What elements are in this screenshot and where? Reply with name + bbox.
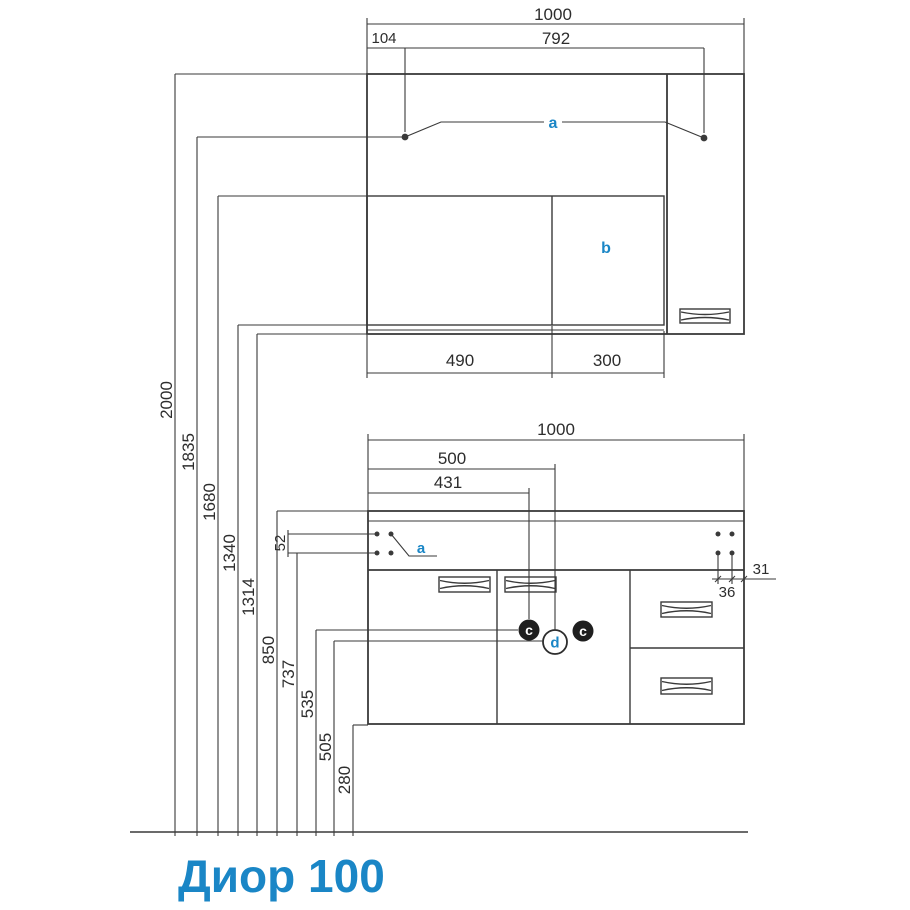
dim-height-737: 737 bbox=[279, 660, 298, 688]
dim-height-535: 535 bbox=[298, 690, 317, 718]
dim-mount-span: 792 bbox=[542, 29, 570, 48]
dim-height-1835: 1835 bbox=[179, 433, 198, 471]
mirror-cabinet: a b bbox=[366, 73, 745, 335]
svg-text:d: d bbox=[550, 635, 559, 652]
dim-door-left: 490 bbox=[446, 351, 474, 370]
a-leader-line-bottom bbox=[390, 533, 437, 557]
middle-door-handle bbox=[504, 576, 557, 593]
dim-tick bbox=[714, 575, 722, 583]
top-drawer-handle bbox=[660, 601, 713, 618]
hole-marker-c-right: c bbox=[572, 620, 594, 642]
vanity-outline bbox=[367, 510, 745, 725]
dim-edge-offset: 31 bbox=[753, 561, 770, 578]
dim-height-1340: 1340 bbox=[220, 534, 239, 572]
vanity-mount-dots-right bbox=[715, 531, 735, 556]
dim-door-right: 300 bbox=[593, 351, 621, 370]
vanity-unit: a c d c bbox=[367, 510, 745, 725]
dim-row-gap: 52 bbox=[272, 535, 289, 552]
mirror-pane bbox=[366, 195, 665, 326]
vanity-mount-dots-left bbox=[374, 531, 394, 556]
mirror-cabinet-dimensions: 1000 104 792 490 300 bbox=[366, 5, 745, 378]
svg-text:c: c bbox=[579, 623, 587, 639]
a-label-bg bbox=[544, 112, 562, 130]
dim-c-x: 431 bbox=[434, 473, 462, 492]
left-door-handle bbox=[438, 576, 491, 593]
dim-height-2000: 2000 bbox=[157, 381, 176, 419]
vanity-dimensions: 1000 500 431 52 36 31 bbox=[272, 420, 776, 630]
dim-height-1680: 1680 bbox=[200, 483, 219, 521]
svg-text:c: c bbox=[525, 622, 533, 638]
hole-marker-d: d bbox=[542, 629, 568, 655]
product-title: Диор 100 bbox=[178, 850, 385, 902]
dim-mount-offset: 104 bbox=[371, 30, 396, 47]
dim-tick bbox=[740, 575, 748, 583]
dim-height-1314: 1314 bbox=[239, 578, 258, 616]
dim-cabinet-width: 1000 bbox=[534, 5, 572, 24]
label-a-bottom: a bbox=[417, 540, 426, 557]
label-b: b bbox=[601, 240, 611, 257]
dim-height-505: 505 bbox=[316, 733, 335, 761]
dim-vanity-width: 1000 bbox=[537, 420, 575, 439]
bottom-drawer-handle bbox=[660, 677, 713, 695]
height-dimensions: 2000 1835 1680 1340 1314 850 737 535 505 bbox=[157, 73, 543, 836]
dim-tick bbox=[728, 575, 736, 583]
dim-height-850: 850 bbox=[259, 636, 278, 664]
cabinet-door-handle bbox=[679, 308, 731, 324]
label-a-top: a bbox=[549, 115, 558, 132]
dim-d-x: 500 bbox=[438, 449, 466, 468]
hole-marker-c-left: c bbox=[518, 619, 540, 641]
dim-height-280: 280 bbox=[335, 766, 354, 794]
dim-hole-gap: 36 bbox=[719, 584, 736, 601]
